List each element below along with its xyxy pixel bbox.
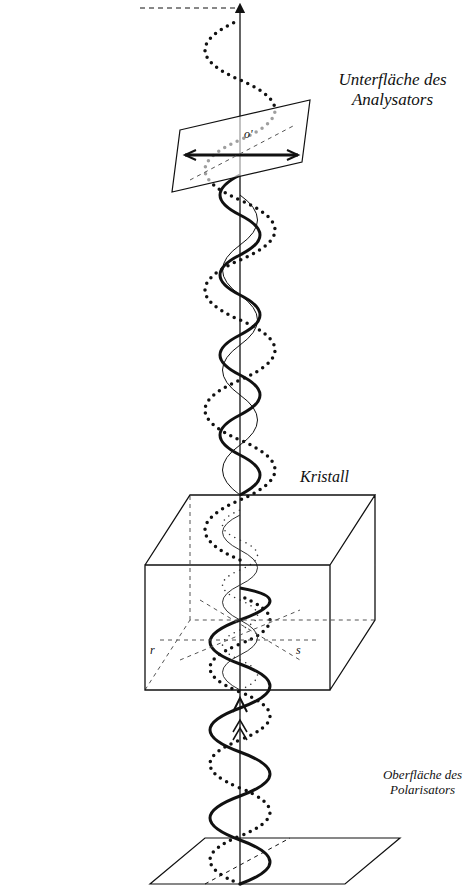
wave-solid <box>220 175 260 495</box>
wave-thin <box>223 195 258 495</box>
wave-inside-crystal <box>223 515 258 690</box>
vibration-arrow <box>185 150 298 160</box>
dashed-line <box>205 838 290 884</box>
dashed-line <box>140 8 240 9</box>
wave-dotted <box>210 596 270 884</box>
text-label: Oberfläche des Polarisators <box>380 768 465 798</box>
vibration-direction <box>185 154 298 157</box>
crystal-hidden-edge <box>145 495 375 690</box>
wave-solid <box>210 588 270 884</box>
text-label: Kristall <box>300 468 400 486</box>
crystal-box <box>145 495 375 690</box>
analyzer-plane <box>172 100 310 192</box>
polarizer-plane <box>150 838 400 884</box>
wave-dotted <box>205 20 275 560</box>
wave-inside-crystal <box>223 510 258 690</box>
text-label: o' <box>244 128 264 142</box>
text-label: r <box>150 644 164 658</box>
text-label: Unterfläche des Analysators <box>330 70 455 109</box>
text-label: s <box>296 644 310 658</box>
dashed-line <box>190 125 295 180</box>
